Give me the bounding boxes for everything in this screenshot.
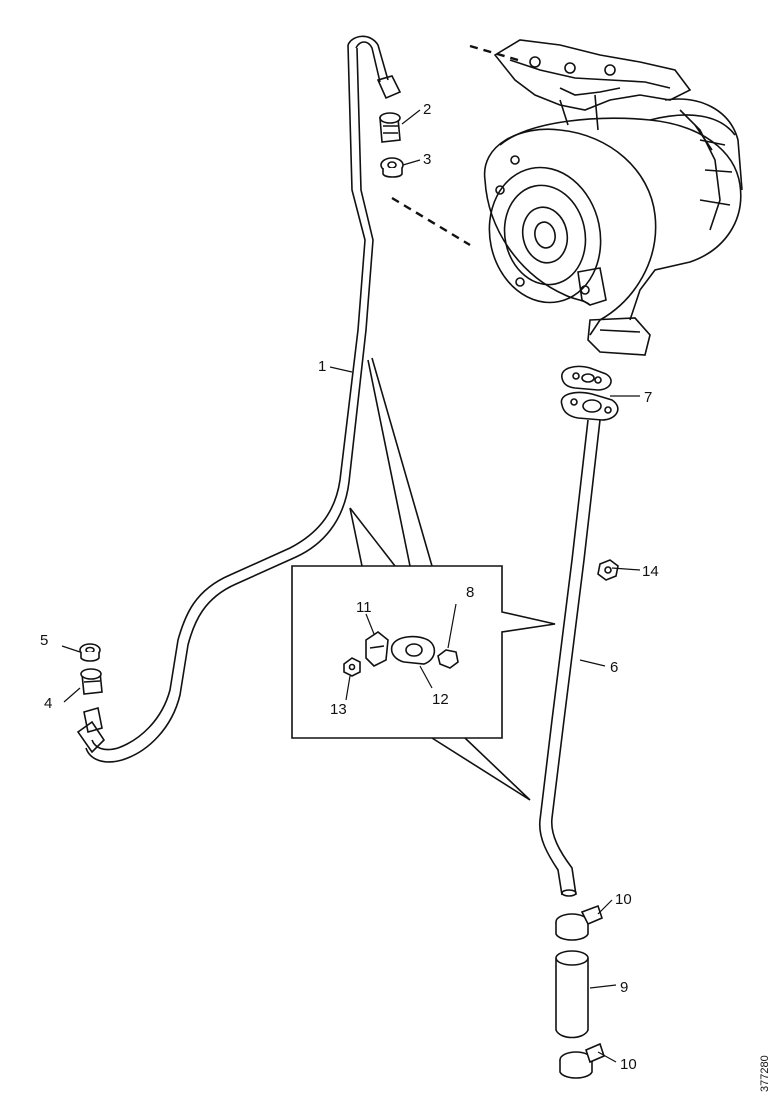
callout-13: 13	[330, 701, 347, 718]
dashed-leader-top	[469, 44, 519, 62]
rubber-hose-9	[555, 950, 589, 1039]
oil-drain-pipe	[538, 391, 619, 897]
oil-feed-pipe	[76, 35, 402, 763]
nut-14	[597, 559, 619, 581]
washer-3	[380, 157, 404, 178]
callout-2: 2	[423, 101, 431, 118]
clip-parts	[343, 631, 459, 677]
washer-5	[79, 643, 101, 662]
fitting-4	[80, 668, 103, 695]
hose-clamp-upper	[555, 904, 603, 941]
dashed-leader-banjo	[391, 196, 471, 247]
callout-7: 7	[644, 389, 652, 406]
drawing-reference-number: 377280	[759, 1055, 771, 1092]
callout-3: 3	[423, 151, 431, 168]
detail-inset	[291, 357, 556, 801]
callout-10-lower: 10	[620, 1056, 637, 1073]
callout-11: 11	[356, 599, 372, 616]
turbocharger	[483, 39, 743, 356]
callout-10-upper: 10	[615, 891, 632, 908]
gasket-7	[561, 365, 612, 391]
leader-lines	[61, 109, 641, 1063]
callout-12: 12	[432, 691, 449, 708]
callout-labels: 2 3 1 5 4 7 14 6 10 9 10 8 11 12 13	[40, 101, 659, 1073]
callout-14: 14	[642, 563, 659, 580]
fitting-2	[379, 112, 401, 143]
callout-6: 6	[610, 659, 618, 676]
callout-8: 8	[466, 584, 474, 601]
hose-clamp-lower	[559, 1042, 605, 1079]
callout-9: 9	[620, 979, 628, 996]
callout-5: 5	[40, 632, 48, 649]
callout-1: 1	[318, 358, 326, 375]
callout-4: 4	[44, 695, 52, 712]
